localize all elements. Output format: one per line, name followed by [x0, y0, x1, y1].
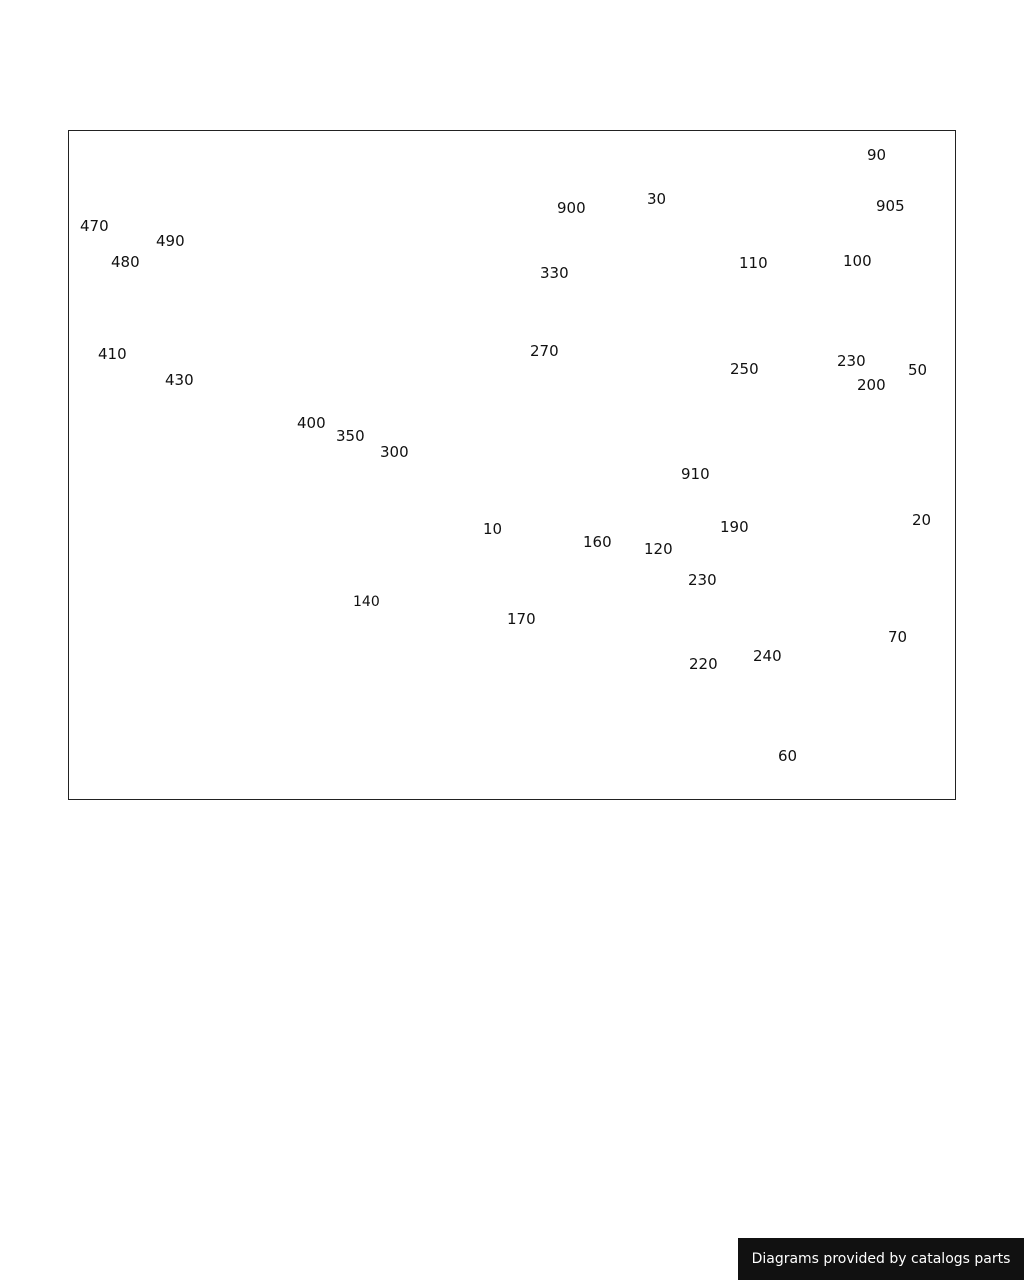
callout-140[interactable]: 140: [353, 594, 380, 610]
callout-10[interactable]: 10: [483, 520, 503, 538]
callout-300[interactable]: 300: [380, 443, 409, 461]
callout-20[interactable]: 20: [912, 511, 932, 529]
callout-250[interactable]: 250: [730, 360, 759, 378]
diagram-frame: [68, 130, 956, 800]
callout-900[interactable]: 900: [557, 199, 586, 217]
callout-170[interactable]: 170: [507, 610, 536, 628]
callout-30[interactable]: 30: [647, 190, 667, 208]
callout-50[interactable]: 50: [908, 361, 928, 379]
callout-270[interactable]: 270: [530, 342, 559, 360]
footer-credit-badge: Diagrams provided by catalogs parts: [738, 1238, 1024, 1280]
callout-400[interactable]: 400: [297, 414, 326, 432]
callout-60[interactable]: 60: [778, 747, 798, 765]
callout-160[interactable]: 160: [583, 533, 612, 551]
footer-credit-text: Diagrams provided by catalogs parts: [751, 1251, 1011, 1267]
callout-330[interactable]: 330: [540, 264, 569, 282]
callout-910[interactable]: 910: [681, 465, 710, 483]
callout-120[interactable]: 120: [644, 540, 673, 558]
callout-905[interactable]: 905: [876, 197, 905, 215]
callout-200[interactable]: 200: [857, 376, 886, 394]
callout-240[interactable]: 240: [753, 647, 782, 665]
callout-350[interactable]: 350: [336, 427, 365, 445]
callout-430[interactable]: 430: [165, 371, 194, 389]
callout-470[interactable]: 470: [80, 217, 109, 235]
callout-90[interactable]: 90: [867, 146, 887, 164]
callout-410[interactable]: 410: [98, 345, 127, 363]
callout-110[interactable]: 110: [739, 254, 768, 272]
callout-190[interactable]: 190: [720, 518, 749, 536]
callout-100[interactable]: 100: [843, 252, 872, 270]
callout-230-bottom[interactable]: 230: [688, 571, 717, 589]
callout-70[interactable]: 70: [888, 628, 908, 646]
callout-230-top[interactable]: 230: [837, 352, 866, 370]
callout-490[interactable]: 490: [156, 232, 185, 250]
callout-480[interactable]: 480: [111, 253, 140, 271]
callout-220[interactable]: 220: [689, 655, 718, 673]
